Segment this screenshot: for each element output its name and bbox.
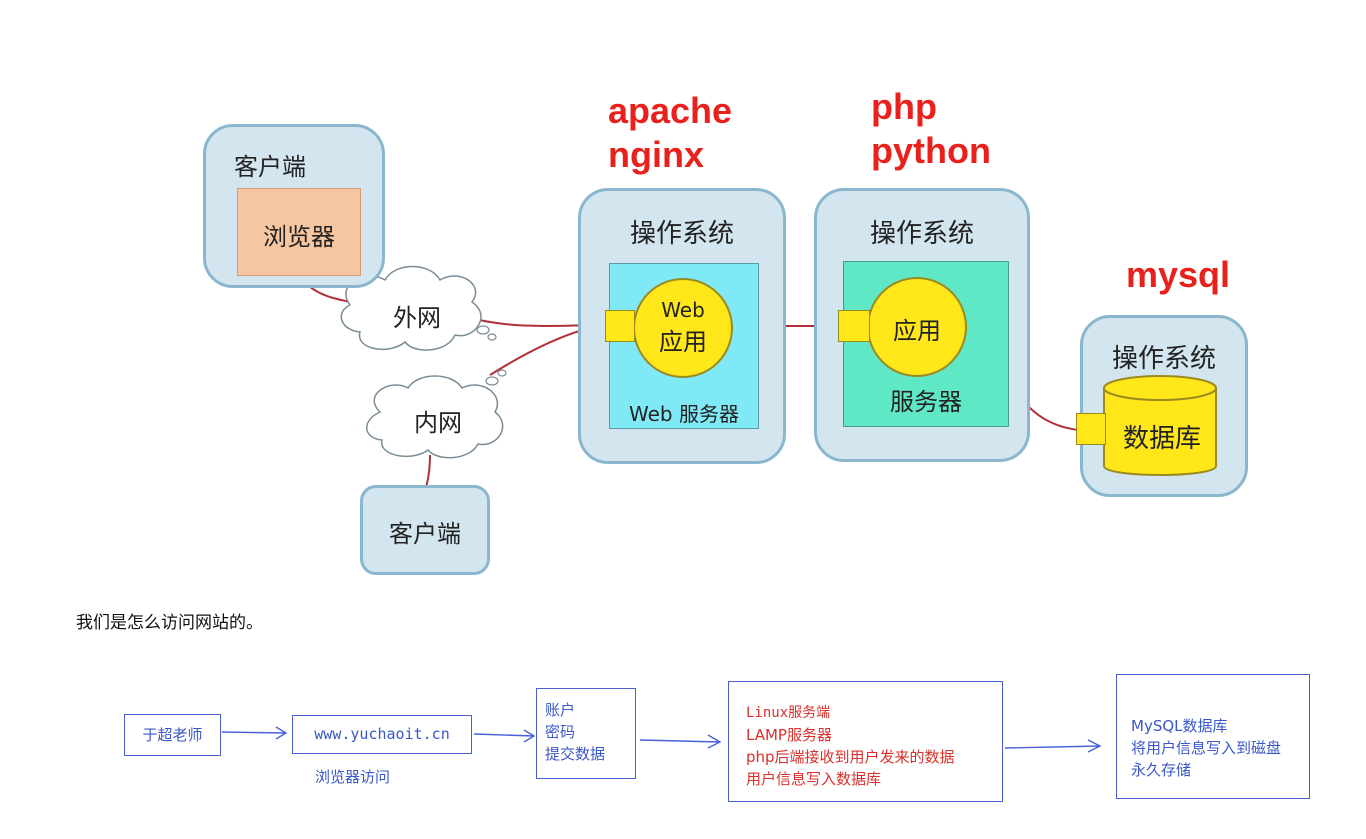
flow-submit-line-2: 密码: [545, 723, 576, 741]
client-bottom-label: 客户端: [389, 520, 461, 548]
mysql-label: mysql: [1126, 254, 1231, 295]
db-label: 数据库: [1122, 424, 1201, 454]
web-server-label: Web 服务器: [629, 402, 739, 426]
flow-server-line-4: 用户信息写入数据库: [746, 770, 882, 788]
caption: 我们是怎么访问网站的。: [76, 613, 263, 633]
flow-server-box: Linux服务端 LAMP服务器 php后端接收到用户发来的数据 用户信息写入数…: [728, 681, 1003, 802]
inner-net-label: 内网: [414, 409, 462, 437]
web-port: [605, 310, 635, 342]
flow-submit-line-3: 提交数据: [545, 745, 606, 763]
flow-arrows: [221, 726, 1102, 753]
db-os-label: 操作系统: [1111, 344, 1216, 374]
database-cylinder: [1103, 375, 1217, 476]
web-app-line1: Web: [661, 298, 705, 322]
app-os-label: 操作系统: [869, 219, 974, 249]
outer-cloud: [340, 265, 497, 351]
flow-arrow-3: [639, 734, 722, 749]
flow-db-line-1: MySQL数据库: [1131, 717, 1228, 735]
flow-submit-box: 账户 密码 提交数据: [536, 688, 636, 779]
web-os-label: 操作系统: [629, 219, 734, 249]
flow-arrow-1: [221, 726, 288, 740]
php-label: php: [871, 86, 937, 127]
flow-server-line-1: Linux服务端: [746, 705, 831, 721]
flow-url-caption: 浏览器访问: [315, 768, 391, 786]
nginx-label: nginx: [608, 134, 704, 175]
browser-label: 浏览器: [263, 223, 335, 251]
flow-arrow-4: [1004, 739, 1102, 753]
flow-user-box: 于超老师: [124, 714, 221, 756]
flow-arrow-2: [473, 729, 536, 743]
flow-server-line-3: php后端接收到用户发来的数据: [746, 748, 955, 766]
web-app-line2: 应用: [659, 328, 707, 356]
flow-db-box: MySQL数据库 将用户信息写入到磁盘 永久存储: [1116, 674, 1310, 799]
flow-db-line-3: 永久存储: [1131, 761, 1192, 779]
app-port: [838, 310, 870, 342]
browser-box: 浏览器: [237, 188, 361, 276]
flow-url-box: www.yuchaoit.cn: [292, 715, 472, 754]
flow-user-label: 于超老师: [142, 726, 203, 744]
outer-net-label: 外网: [393, 304, 441, 332]
client-top-box: 客户端 浏览器: [203, 124, 385, 288]
client-top-title: 客户端: [234, 153, 306, 181]
app-circle: 应用: [867, 277, 967, 377]
app-circle-label: 应用: [893, 317, 941, 345]
app-server-label: 服务器: [890, 388, 962, 416]
client-bottom-box: 客户端: [360, 485, 490, 575]
flow-submit-line-1: 账户: [545, 701, 576, 719]
web-app-circle: Web 应用: [633, 278, 733, 378]
apache-label: apache: [608, 90, 733, 131]
flow-url-label: www.yuchaoit.cn: [314, 725, 450, 743]
flow-db-line-2: 将用户信息写入到磁盘: [1131, 739, 1282, 757]
inner-cloud: [366, 369, 507, 459]
db-port: [1076, 413, 1106, 445]
python-label: python: [871, 130, 991, 171]
flow-server-line-2: LAMP服务器: [746, 726, 832, 744]
